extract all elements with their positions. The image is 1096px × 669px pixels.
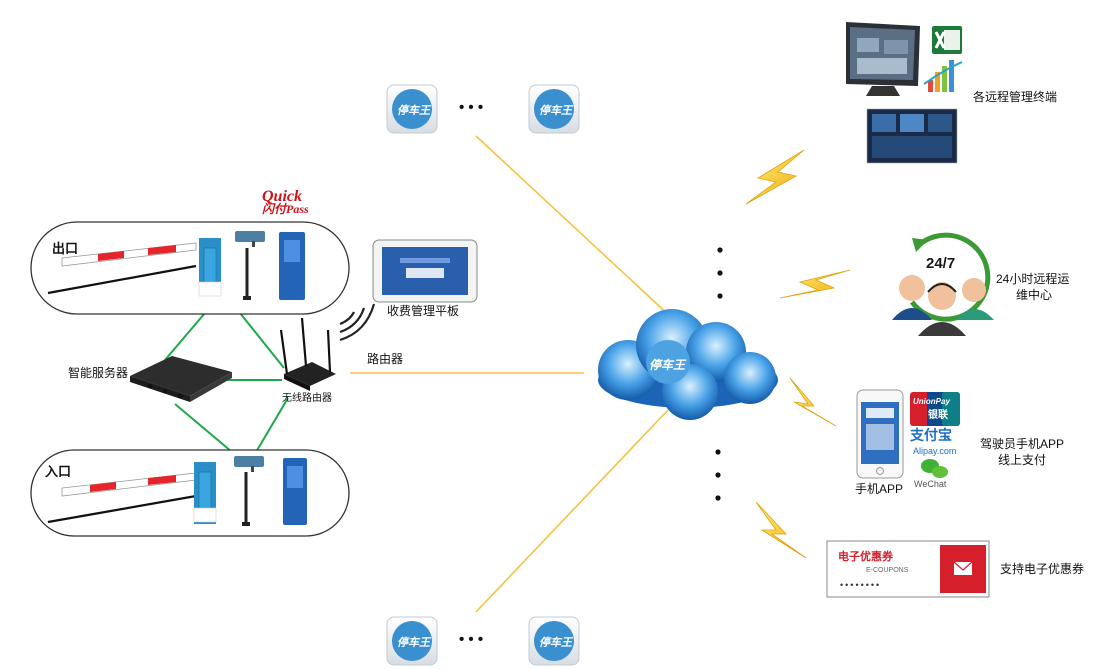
link-exit-router (239, 312, 285, 369)
alipay-cn-text: 支付宝 (910, 427, 952, 443)
ecoupon-label: 支持电子优惠券 (1000, 562, 1085, 576)
remote-center-label-line1: 24小时远程运 (996, 272, 1070, 286)
app-tile-top-left (386, 84, 438, 134)
support-center-icon (892, 232, 994, 336)
entry-label: 入口 (45, 464, 72, 479)
cloud-icon (598, 309, 778, 420)
link-exit-server (164, 312, 206, 361)
link-server-entry (174, 403, 233, 453)
alipay-en-text: Alipay.com (913, 446, 957, 456)
ellipsis-vertical-lower (715, 449, 721, 501)
ellipsis-bottom: • • • (459, 631, 484, 648)
driver-pay-label-line1: 驾驶员手机APP (980, 437, 1065, 451)
ecoupon-card (826, 540, 990, 598)
link-bottom-apps (475, 409, 669, 613)
desktop-monitor-icon (846, 22, 920, 96)
app-tile-top-right (528, 84, 580, 134)
wireless-router-label: 无线路由器 (282, 393, 332, 404)
quickpass-logo: Quick 闪付Pass (262, 188, 309, 216)
exit-lane (30, 221, 350, 315)
unionpay-logo (910, 392, 960, 426)
wireless-router-device (279, 317, 336, 391)
exit-label: 出口 (52, 241, 79, 256)
driver-pay-label-line2: 线上支付 (998, 453, 1047, 467)
wechat-text: WeChat (914, 479, 947, 489)
app-tile-bottom-left (386, 616, 438, 666)
mobile-phone-icon (856, 389, 904, 479)
entry-pay-terminal (283, 458, 307, 525)
bar-chart-icon (923, 60, 963, 92)
app-badge-label: 停车王 (539, 637, 572, 649)
link-top-apps (475, 135, 673, 319)
router-label: 路由器 (367, 352, 404, 366)
exit-barrier-gate (198, 238, 222, 297)
entry-barrier-gate (193, 462, 217, 524)
app-tile-bottom-right (528, 616, 580, 666)
exit-barrier-arm (61, 242, 197, 267)
coupon-dots: •••••••• (840, 580, 882, 590)
smart-server-device (130, 356, 232, 402)
entry-lane-road (47, 494, 197, 524)
remote-center-label-line2: 维中心 (1016, 288, 1053, 302)
lightning-icon-4 (755, 501, 807, 559)
excel-icon (932, 26, 962, 54)
lightning-icon-3 (789, 377, 837, 427)
tablet-device (372, 239, 478, 303)
badge-247: 24/7 (926, 255, 956, 272)
cloud-links (350, 135, 673, 613)
coupon-subtitle: E-COUPONS (866, 567, 909, 574)
link-router-entry (255, 397, 289, 453)
dashboard-screen-icon (866, 108, 958, 164)
cloud-label: 停车王 (649, 358, 686, 372)
app-badge-label: 停车王 (539, 105, 572, 117)
app-badge-label: 停车王 (397, 637, 430, 649)
mobile-app-label: 手机APP (855, 482, 904, 496)
entry-lane (30, 449, 350, 537)
wechat-logo (921, 459, 948, 478)
ellipsis-vertical-upper (717, 247, 723, 299)
exit-lane-road (47, 264, 197, 295)
entry-camera (234, 456, 264, 526)
smart-server-label: 智能服务器 (68, 366, 129, 380)
unionpay-text: UnionPay (913, 397, 950, 406)
lightning-icon-1 (745, 149, 805, 205)
wifi-signal-icon (339, 303, 376, 342)
tablet-label: 收费管理平板 (387, 304, 460, 318)
app-badge-label: 停车王 (397, 105, 430, 117)
ellipsis-top: • • • (459, 99, 484, 116)
lightning-icon-2 (779, 269, 851, 299)
remote-terminals-label: 各远程管理终端 (973, 90, 1058, 104)
exit-pay-terminal (279, 232, 305, 300)
unionpay-cn-text: 银联 (928, 410, 948, 421)
exit-camera (235, 231, 265, 300)
lan-links (164, 312, 289, 453)
coupon-title: 电子优惠券 (838, 551, 893, 563)
